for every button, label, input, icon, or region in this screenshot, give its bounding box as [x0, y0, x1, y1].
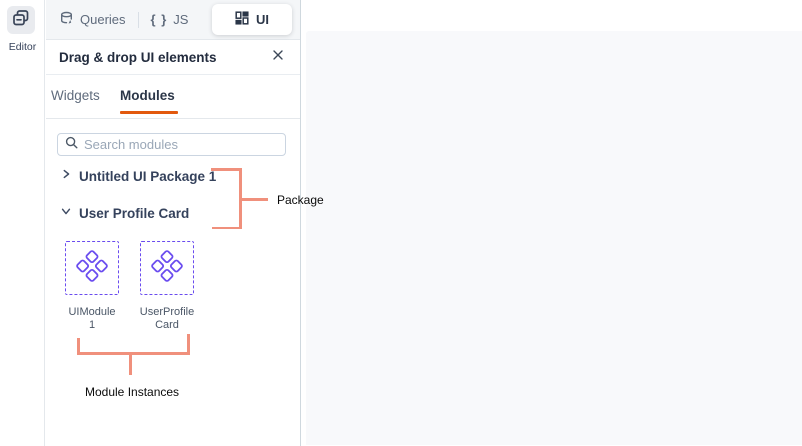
package-bracket-line: [211, 168, 241, 171]
braces-icon: { }: [150, 12, 168, 27]
module-instances-annotation-label: Module Instances: [85, 385, 180, 399]
entity-explorer-panel: Queries { } JS UI Dr: [46, 0, 301, 446]
tab-ui-label: UI: [256, 12, 269, 27]
package-bracket-line: [241, 198, 268, 201]
tab-ui-active[interactable]: UI: [212, 4, 292, 35]
tab-modules[interactable]: Modules: [120, 88, 175, 103]
module-instances-bracket-line: [187, 334, 190, 354]
database-icon: [59, 11, 74, 29]
module-instances-bracket-line: [77, 352, 190, 355]
editor-rail-label: Editor: [8, 41, 37, 53]
tab-queries[interactable]: Queries: [59, 11, 126, 29]
editor-mode-button[interactable]: [7, 6, 35, 34]
search-icon: [65, 136, 78, 154]
pages-stack-icon: [11, 8, 31, 33]
search-modules-input[interactable]: [84, 137, 278, 152]
topbar-separator: [137, 11, 139, 28]
close-panel-button[interactable]: [269, 48, 287, 66]
module-card-label: UIModule 1: [68, 306, 116, 331]
close-icon: [272, 48, 284, 66]
panel-header: Drag & drop UI elements: [46, 40, 300, 75]
panel-title: Drag & drop UI elements: [59, 49, 217, 65]
package-bracket-line: [212, 226, 242, 229]
active-tab-underline: [120, 111, 178, 114]
chevron-down-icon: [60, 204, 72, 222]
editor-segmented-control: Queries { } JS UI: [46, 0, 300, 40]
editor-canvas[interactable]: [306, 31, 802, 445]
explorer-tabs: Widgets Modules: [46, 75, 300, 119]
tab-queries-label: Queries: [80, 12, 126, 27]
tree-item-label: User Profile Card: [79, 205, 190, 221]
chevron-right-icon: [60, 167, 72, 185]
module-diamonds-icon: [145, 244, 189, 293]
package-bracket-line: [239, 168, 242, 229]
module-instances-bracket-line: [77, 338, 80, 354]
module-diamonds-icon: [70, 244, 114, 293]
tab-widgets[interactable]: Widgets: [51, 88, 100, 103]
search-modules-box: [57, 133, 286, 156]
module-card-label: UserProfileCard: [139, 306, 195, 331]
package-annotation-label: Package: [277, 193, 324, 207]
tree-item-label: Untitled UI Package 1: [79, 168, 217, 184]
layout-grid-icon: [235, 11, 249, 28]
module-card-userprofilecard[interactable]: [140, 241, 194, 295]
module-instances-bracket-line: [129, 354, 132, 375]
tab-js-label: JS: [173, 12, 189, 27]
module-card-uimodule1[interactable]: [65, 241, 119, 295]
tree-item-ui-package[interactable]: Untitled UI Package 1: [60, 166, 216, 186]
tree-item-user-profile-card[interactable]: User Profile Card: [60, 203, 189, 223]
tab-js[interactable]: { } JS: [151, 12, 189, 27]
editor-rail: Editor: [0, 0, 45, 446]
